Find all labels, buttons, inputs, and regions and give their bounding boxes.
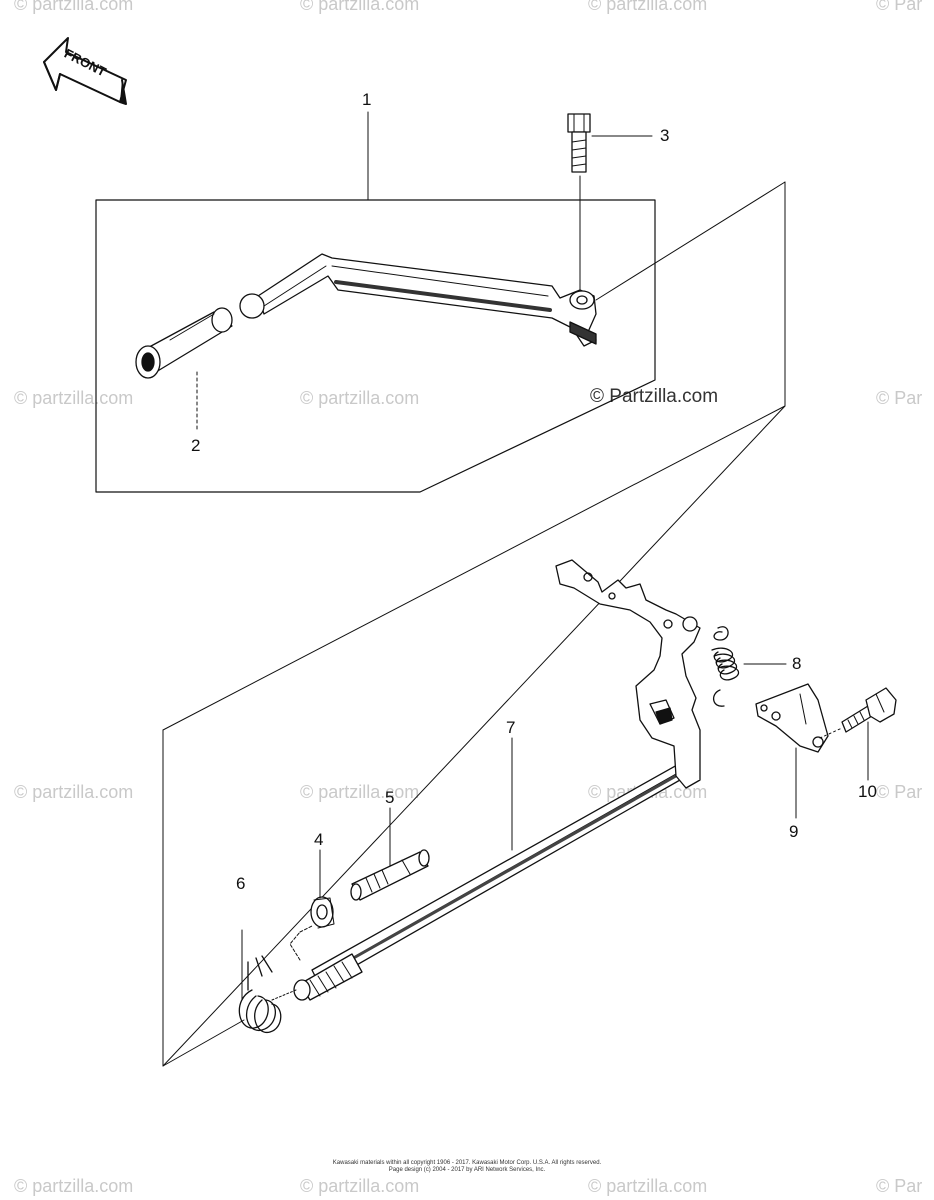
callout-9: 9 [789,822,799,841]
watermark-mid1-edge: © Par [876,388,923,408]
watermark-bottom-right: © partzilla.com [588,1176,708,1196]
frame-diagonal-left [162,405,786,731]
watermark-mid1-center: © partzilla.com [300,388,420,408]
shift-arm-plate [555,559,701,789]
torsion-spring [238,925,313,1033]
watermark-mid2-left: © partzilla.com [14,782,134,802]
copyright-line-1: Kawasaki materials within all copyright … [332,1160,602,1166]
shift-pedal [239,253,597,347]
callout-5: 5 [385,788,395,807]
callout-10: 10 [858,782,877,801]
callout-1: 1 [362,90,372,109]
watermark-bottom-edge: © Par [876,1176,923,1196]
callout-8: 8 [792,654,802,673]
watermark-mid2-edge: © Par [876,782,923,802]
stopper-bolt [819,687,897,739]
spring-to-frame [162,1019,245,1067]
nut [310,896,335,929]
return-spring [711,626,740,707]
watermark-top-edge: © Par [876,0,923,14]
watermark-mid2-center: © partzilla.com [300,782,420,802]
shift-shaft [293,759,698,1001]
watermark-mid1-left: © partzilla.com [14,388,134,408]
front-arrow-icon [43,37,127,105]
center-watermark: © Partzilla.com [590,386,719,407]
callout-4: 4 [314,830,324,849]
collar-pin [350,849,430,901]
watermark-top-center: © partzilla.com [300,0,420,14]
callout-6: 6 [236,874,246,893]
copyright-line-2: Page design (c) 2004 - 2017 by ARI Netwo… [388,1167,546,1173]
stopper-plate [755,683,829,753]
watermark-top-right: © partzilla.com [588,0,708,14]
watermark-top-left: © partzilla.com [14,0,134,14]
watermark-bottom-center: © partzilla.com [300,1176,420,1196]
pedal-rubber-grip [135,307,233,379]
callout-3: 3 [660,126,670,145]
callout-2: 2 [191,436,201,455]
watermark-bottom-left: © partzilla.com [14,1176,134,1196]
frame-diagonal-top [595,181,786,301]
callout-7: 7 [506,718,516,737]
pedal-bolt [567,113,591,173]
assembly-box-top [95,199,656,493]
